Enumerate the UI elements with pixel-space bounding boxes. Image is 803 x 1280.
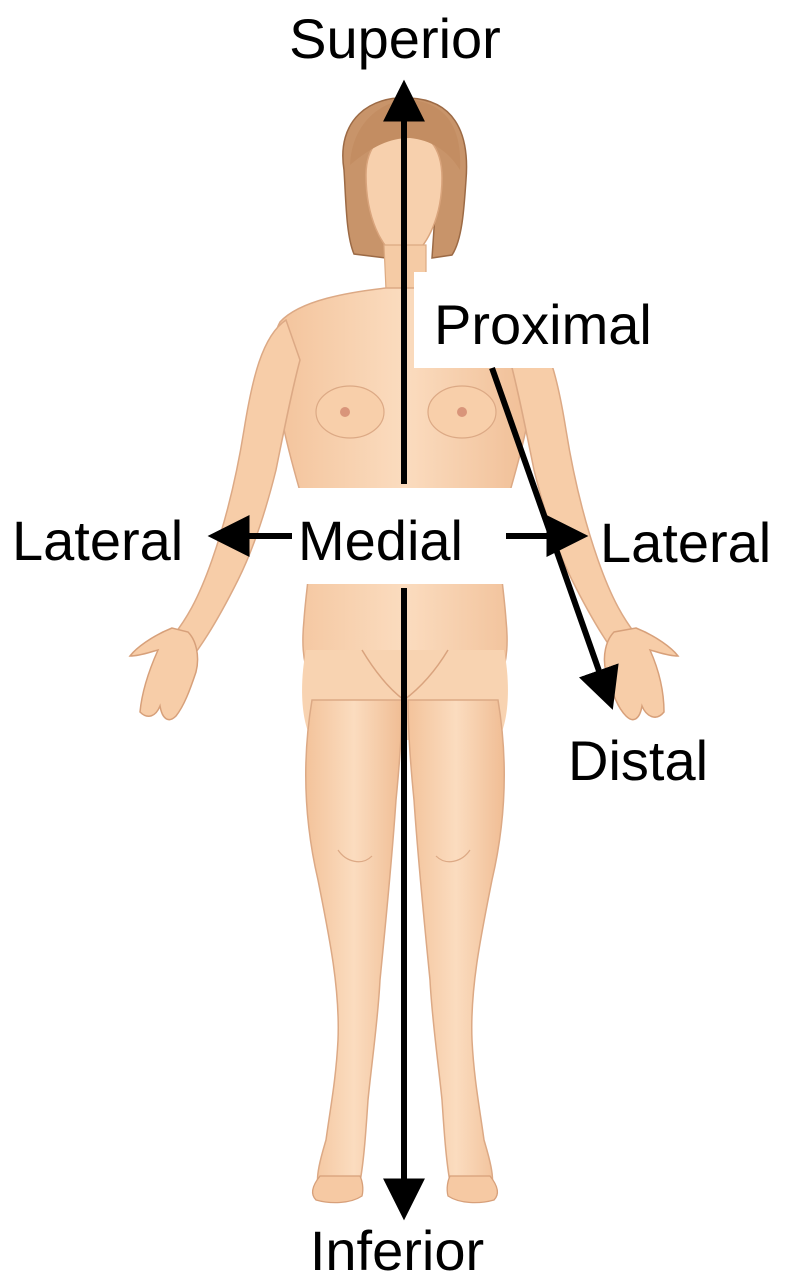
arm-left [170,320,300,660]
inferior-label: Inferior [310,1219,484,1280]
lateral-right-label: Lateral [600,511,771,574]
superior-label: Superior [289,7,501,70]
foot-right [447,1176,497,1203]
hand-right [604,628,678,720]
lateral-left-label: Lateral [12,509,183,572]
foot-left [313,1176,363,1203]
medial-label: Medial [298,509,463,572]
hand-left [130,628,198,720]
leg-right [408,700,504,1189]
proximal-label: Proximal [434,293,652,356]
distal-label: Distal [568,729,708,792]
leg-left [306,700,402,1189]
